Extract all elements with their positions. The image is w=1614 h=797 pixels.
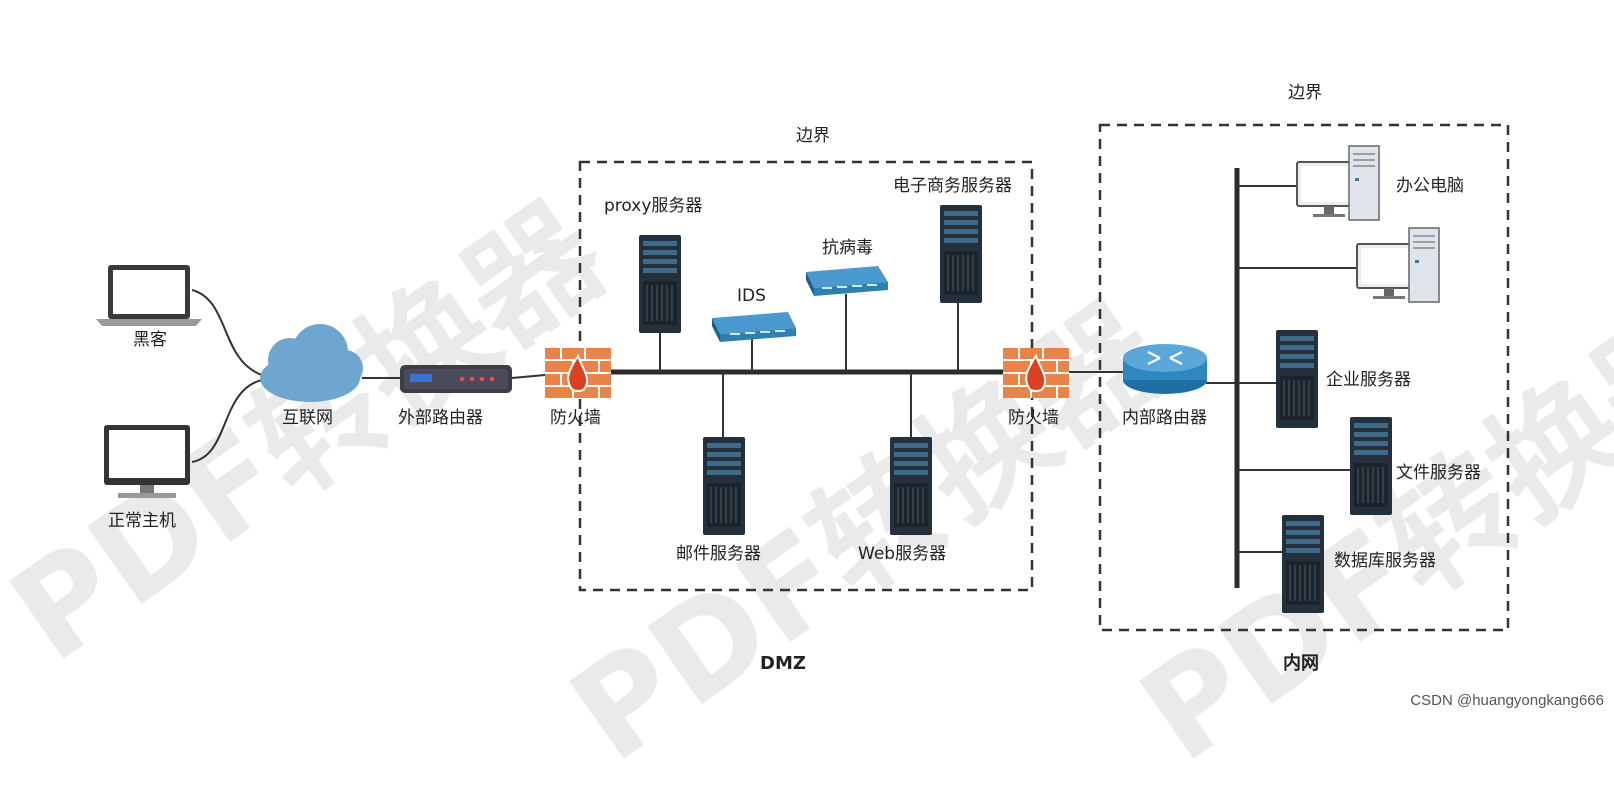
- proxy-server-label: proxy服务器: [604, 196, 703, 216]
- normal-host-label: 正常主机: [108, 511, 176, 531]
- internal-router-icon: [1123, 344, 1207, 394]
- file-server-label: 文件服务器: [1396, 463, 1481, 483]
- intranet-name-label: 内网: [1283, 653, 1319, 674]
- enterprise-server-label: 企业服务器: [1326, 370, 1411, 390]
- mail-server-label: 邮件服务器: [676, 544, 761, 564]
- firewall-inner-label: 防火墙: [1008, 408, 1059, 428]
- antivirus-label: 抗病毒: [822, 238, 873, 258]
- office-pc-icon-2: [1356, 227, 1440, 303]
- firewall-outer-label: 防火墙: [550, 408, 601, 428]
- hacker-label: 黑客: [133, 330, 167, 350]
- monitor-icon: [104, 425, 190, 498]
- cloud-icon: [260, 324, 363, 402]
- router-device-icon: [400, 365, 512, 393]
- web-server-label: Web服务器: [858, 544, 947, 564]
- intranet-border-label: 边界: [1288, 83, 1322, 103]
- intranet-zone-box: [1098, 123, 1510, 632]
- enterprise-server-icon: [1275, 329, 1319, 429]
- csdn-credit: CSDN @huangyongkang666: [1410, 692, 1604, 709]
- dmz-name-label: DMZ: [760, 653, 806, 674]
- internet-label: 互联网: [282, 408, 333, 428]
- laptop-icon: [96, 265, 202, 326]
- file-server-icon: [1349, 416, 1393, 516]
- firewall-icon-outer: [545, 348, 611, 398]
- external-router-label: 外部路由器: [398, 408, 483, 428]
- hacker-link: [191, 289, 263, 376]
- database-server-label: 数据库服务器: [1334, 551, 1436, 571]
- ecommerce-server-label: 电子商务服务器: [893, 176, 1012, 196]
- dmz-border-label: 边界: [796, 126, 830, 146]
- ids-appliance-icon: [712, 312, 796, 342]
- router-firewall-link: [511, 374, 546, 379]
- office-pc-label: 办公电脑: [1396, 176, 1464, 196]
- ids-label: IDS: [737, 286, 766, 306]
- proxy-server-icon: [638, 234, 682, 334]
- internal-router-label: 内部路由器: [1122, 408, 1207, 428]
- network-diagram: [96, 123, 1510, 632]
- antivirus-appliance-icon: [806, 266, 888, 296]
- ecommerce-server-icon: [939, 204, 983, 304]
- web-server-icon: [889, 436, 933, 536]
- database-server-icon: [1281, 514, 1325, 614]
- host-link: [191, 379, 263, 463]
- mail-server-icon: [702, 436, 746, 536]
- office-pc-icon: [1296, 145, 1380, 221]
- firewall-icon-inner: [1003, 348, 1069, 398]
